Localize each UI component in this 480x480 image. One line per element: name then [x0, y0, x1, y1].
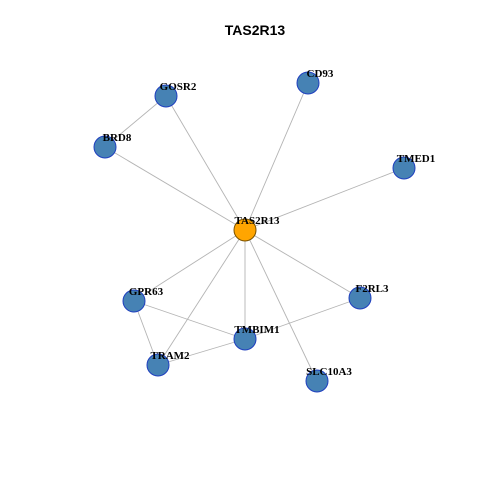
edge-tas2r13-brd8: [104, 146, 246, 231]
node-label-cd93: CD93: [307, 68, 334, 80]
node-label-tas2r13: TAS2R13: [234, 215, 280, 227]
node-tas2r13: [233, 218, 257, 242]
edge-tram2-tmbim1: [157, 338, 246, 366]
edge-tas2r13-tmed1: [244, 167, 405, 231]
node-label-slc10a3: SLC10A3: [306, 366, 352, 378]
node-label-f2rl3: F2RL3: [356, 283, 390, 295]
edge-tas2r13-tram2: [157, 229, 246, 366]
edge-tas2r13-gpr63: [133, 229, 246, 302]
node-f2rl3: [348, 286, 372, 310]
edge-gosr2-brd8: [104, 95, 167, 148]
node-gosr2: [154, 84, 178, 108]
node-label-tram2: TRAM2: [150, 350, 190, 362]
node-label-tmed1: TMED1: [397, 153, 436, 165]
diagram-title: TAS2R13: [225, 22, 286, 38]
node-gpr63: [122, 289, 146, 313]
edge-tas2r13-cd93: [244, 82, 309, 231]
node-brd8: [93, 135, 117, 159]
node-cd93: [296, 71, 320, 95]
node-label-gosr2: GOSR2: [160, 81, 197, 93]
edge-layer: [104, 82, 405, 382]
node-tram2: [146, 353, 170, 377]
node-label-brd8: BRD8: [103, 132, 132, 144]
edge-gpr63-tmbim1: [133, 300, 246, 340]
edge-tas2r13-slc10a3: [244, 229, 318, 382]
edge-tas2r13-f2rl3: [244, 229, 361, 299]
node-label-gpr63: GPR63: [129, 286, 164, 298]
node-tmbim1: [233, 327, 257, 351]
edge-tmbim1-f2rl3: [244, 297, 361, 340]
node-label-tmbim1: TMBIM1: [234, 324, 279, 336]
edge-tas2r13-gosr2: [165, 95, 246, 231]
node-layer: [93, 71, 416, 393]
node-slc10a3: [305, 369, 329, 393]
node-tmed1: [392, 156, 416, 180]
